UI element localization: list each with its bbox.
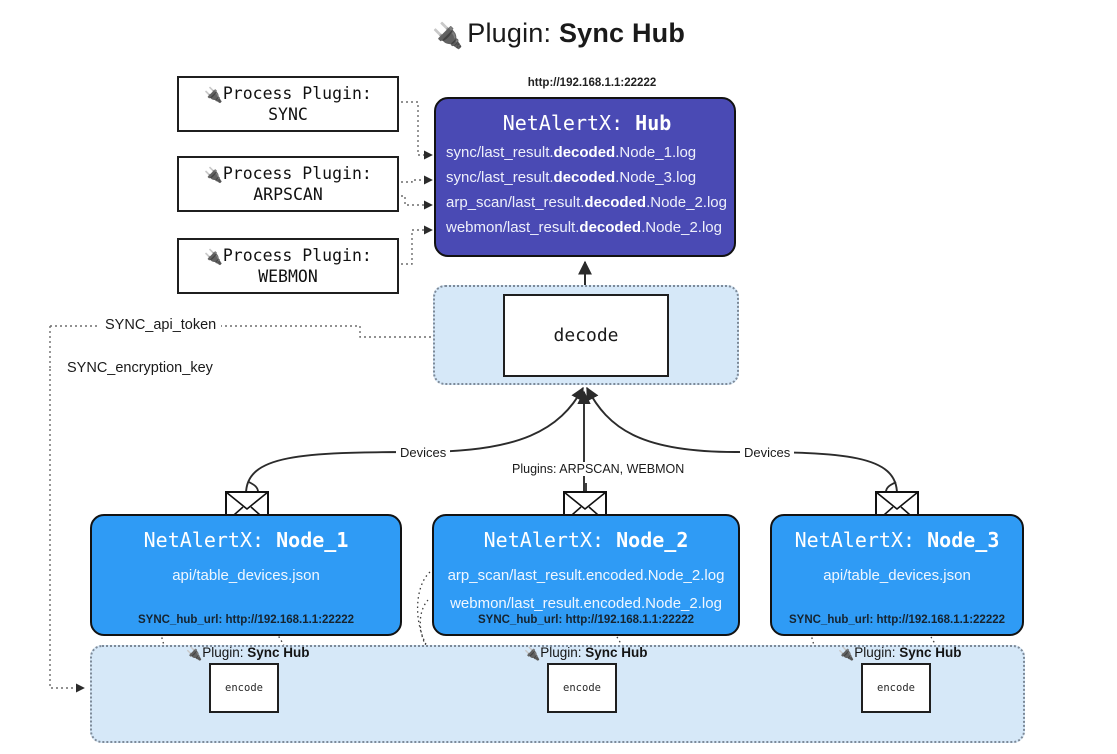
node-3-title: NetAlertX: Node_3 <box>794 528 1000 552</box>
process-plugin-webmon-line2: WEBMON <box>258 266 318 286</box>
encode-caption-1: 🔌Plugin: Sync Hub <box>186 645 310 662</box>
node-1-lines: api/table_devices.json <box>92 562 400 590</box>
hub-log-line: arp_scan/last_result.decoded.Node_2.log <box>446 194 727 211</box>
page-title-prefix: Plugin: <box>467 18 552 48</box>
electric-plug-icon: 🔌 <box>186 647 203 662</box>
hub-title: NetAlertX: Hub <box>436 111 738 135</box>
node-box-node-3[interactable]: NetAlertX: Node_3 api/table_devices.json… <box>770 514 1024 636</box>
electric-plug-icon: 🔌 <box>431 22 464 50</box>
hub-url-label: http://192.168.1.1:22222 <box>527 77 657 89</box>
node-2-line: arp_scan/last_result.encoded.Node_2.log <box>447 567 725 584</box>
node-3-lines: api/table_devices.json <box>772 562 1022 590</box>
node-2-lines: arp_scan/last_result.encoded.Node_2.log … <box>434 562 738 618</box>
process-plugin-box-arpscan[interactable]: 🔌Process Plugin: ARPSCAN <box>177 156 399 212</box>
hub-log-line: sync/last_result.decoded.Node_1.log <box>446 144 697 161</box>
page-title: 🔌Plugin: Sync Hub <box>0 18 1117 51</box>
encode-box-1[interactable]: encode <box>209 663 279 713</box>
node-box-node-1[interactable]: NetAlertX: Node_1 api/table_devices.json… <box>90 514 402 636</box>
hub-log-list: sync/last_result.decoded.Node_1.log sync… <box>436 140 738 240</box>
process-plugin-arpscan-line2: ARPSCAN <box>253 184 323 204</box>
edge-label-devices-right: Devices <box>740 445 795 460</box>
node-box-node-2[interactable]: NetAlertX: Node_2 arp_scan/last_result.e… <box>432 514 740 636</box>
hub-node-box[interactable]: NetAlertX: Hub sync/last_result.decoded.… <box>434 97 736 257</box>
process-plugin-sync-line2: SYNC <box>268 104 308 124</box>
hub-log-line: webmon/last_result.decoded.Node_2.log <box>446 219 722 236</box>
node-3-footer: SYNC_hub_url: http://192.168.1.1:22222 <box>788 614 1006 626</box>
encode-caption-3: 🔌Plugin: Sync Hub <box>838 645 962 662</box>
electric-plug-icon: 🔌 <box>204 85 223 104</box>
process-plugin-webmon-line1: 🔌Process Plugin: <box>204 245 372 266</box>
sync-encryption-key-label: SYNC_encryption_key <box>62 360 218 376</box>
electric-plug-icon: 🔌 <box>204 165 223 184</box>
decode-box[interactable]: decode <box>503 294 669 377</box>
hub-log-line: sync/last_result.decoded.Node_3.log <box>446 169 697 186</box>
node-1-footer: SYNC_hub_url: http://192.168.1.1:22222 <box>137 614 355 626</box>
node-2-footer: SYNC_hub_url: http://192.168.1.1:22222 <box>477 614 695 626</box>
sync-api-token-label: SYNC_api_token <box>100 317 222 333</box>
page-title-name: Sync Hub <box>558 18 686 48</box>
electric-plug-icon: 🔌 <box>838 647 855 662</box>
node-2-title: NetAlertX: Node_2 <box>483 528 689 552</box>
encode-box-2[interactable]: encode <box>547 663 617 713</box>
electric-plug-icon: 🔌 <box>204 247 223 266</box>
process-plugin-arpscan-line1: 🔌Process Plugin: <box>204 163 372 184</box>
node-1-line: api/table_devices.json <box>172 567 320 584</box>
hub-title-name: Hub <box>635 111 672 135</box>
hub-title-prefix: NetAlertX: <box>502 111 624 135</box>
edge-label-devices-left: Devices <box>396 445 451 460</box>
encode-caption-2: 🔌Plugin: Sync Hub <box>524 645 648 662</box>
node-1-title: NetAlertX: Node_1 <box>143 528 349 552</box>
edge-label-plugins-center: Plugins: ARPSCAN, WEBMON <box>508 462 689 476</box>
process-plugin-sync-line1: 🔌Process Plugin: <box>204 83 372 104</box>
node-3-line: api/table_devices.json <box>823 567 971 584</box>
encode-box-3[interactable]: encode <box>861 663 931 713</box>
node-2-line: webmon/last_result.encoded.Node_2.log <box>450 595 722 612</box>
electric-plug-icon: 🔌 <box>524 647 541 662</box>
process-plugin-box-sync[interactable]: 🔌Process Plugin: SYNC <box>177 76 399 132</box>
process-plugin-box-webmon[interactable]: 🔌Process Plugin: WEBMON <box>177 238 399 294</box>
